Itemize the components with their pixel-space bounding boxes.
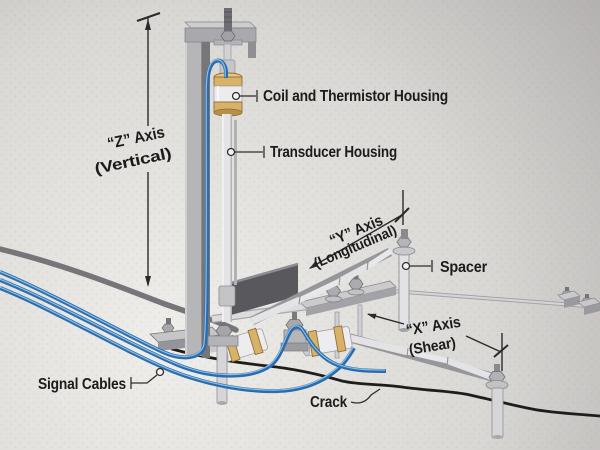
x-anchor-rod	[491, 387, 504, 439]
post-front-face	[185, 30, 202, 356]
z-dim-up-arrowhead	[145, 19, 151, 30]
right-anchor-block-2	[577, 294, 600, 315]
x-axis-rod	[348, 333, 509, 439]
component-labels: Coil and Thermistor Housing Transducer H…	[38, 88, 487, 411]
coil-label-leader	[231, 90, 258, 102]
brass-band	[213, 76, 243, 87]
z-axis-dimension	[136, 12, 161, 287]
right-mounting-rail	[391, 289, 589, 308]
y-axis-dimension	[309, 190, 410, 269]
tube-connector	[218, 285, 236, 307]
z-dim-down-arrowhead	[145, 276, 151, 287]
transducer-label: Transducer Housing	[270, 144, 397, 161]
brass-band	[247, 327, 264, 356]
right-anchor-block-1	[557, 287, 581, 308]
x-rod-ball-joint	[485, 364, 509, 390]
brass-band	[333, 325, 347, 353]
spacer-washer	[392, 246, 416, 256]
signal-cables	[0, 58, 387, 394]
frame-bolt-2	[347, 275, 365, 296]
spacer-nut	[396, 236, 412, 248]
spacer-label-leader	[401, 260, 433, 272]
y-axis-rod	[249, 247, 393, 326]
crack-leader	[350, 388, 381, 404]
signal-cables-leader	[130, 367, 165, 389]
spacer-label: Spacer	[440, 259, 487, 276]
coil-label: Coil and Thermistor Housing	[263, 88, 448, 105]
crack-label: Crack	[310, 394, 348, 411]
spacer-rod	[392, 229, 416, 332]
transducer-label-leader	[226, 146, 265, 158]
signal-cables-label: Signal Cables	[38, 376, 126, 393]
x-axis-dimension	[367, 313, 509, 371]
spacer-stud	[401, 229, 408, 239]
left-conduit-line	[0, 246, 239, 333]
